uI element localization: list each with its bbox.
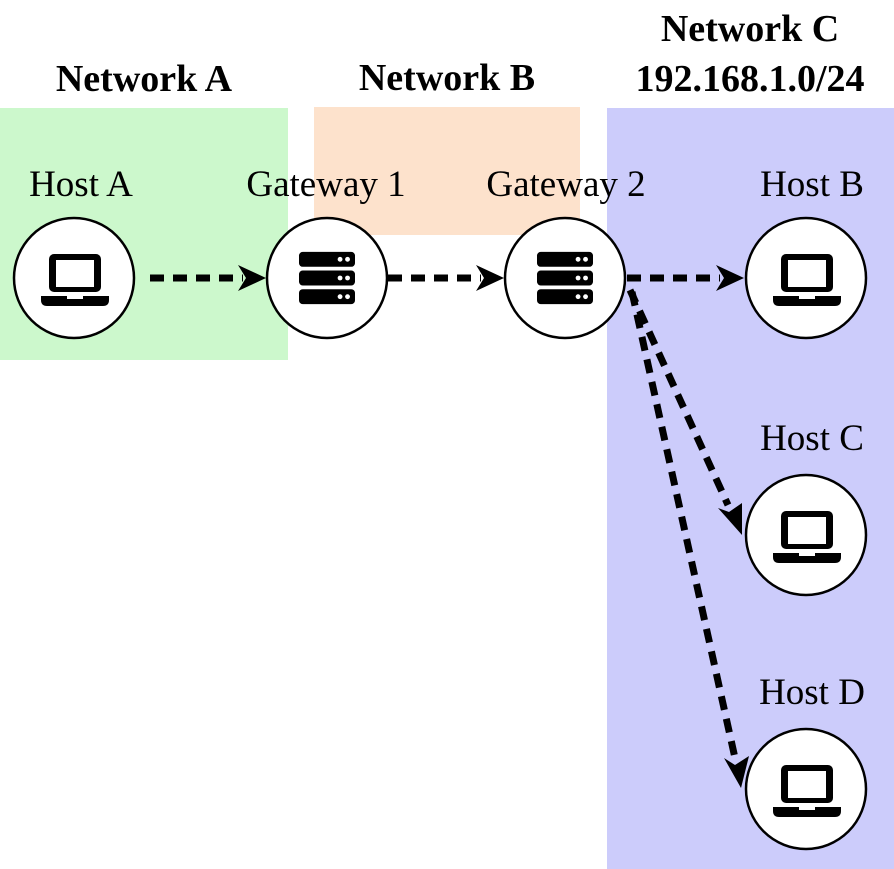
network-a-title: Network A [56, 58, 233, 100]
node-label: Gateway 1 [246, 164, 405, 205]
network-b-title: Network B [359, 57, 535, 99]
arrowhead [716, 265, 744, 291]
node-host-a: Host A [12, 164, 136, 340]
network-b-zone [314, 107, 580, 235]
network-c-title: Network C [661, 8, 839, 50]
network-c-subnet: 192.168.1.0/24 [635, 58, 864, 100]
node-host-c: Host C [744, 418, 868, 597]
node-label: Host B [760, 164, 864, 205]
node-host-d: Host D [744, 672, 868, 851]
link-gateway-2-host-c [626, 288, 732, 507]
node-gateway-2: Gateway 2 [486, 164, 646, 340]
laptop-icon [773, 765, 841, 817]
node-gateway-1: Gateway 1 [246, 164, 406, 340]
node-label: Gateway 2 [486, 164, 645, 205]
arrowhead [238, 265, 266, 291]
server-icon [537, 251, 593, 305]
arrowhead [476, 265, 504, 291]
node-label: Host A [29, 164, 133, 205]
node-label: Host D [759, 672, 865, 713]
arrowhead [724, 756, 749, 788]
server-icon [299, 251, 355, 305]
node-label: Host C [760, 418, 864, 459]
links [150, 265, 749, 788]
arrowhead [718, 503, 742, 535]
link-gateway-2-host-d [628, 291, 739, 759]
laptop-icon [773, 254, 841, 306]
laptop-icon [773, 511, 841, 563]
node-host-b: Host B [744, 164, 868, 340]
laptop-icon [41, 254, 109, 306]
